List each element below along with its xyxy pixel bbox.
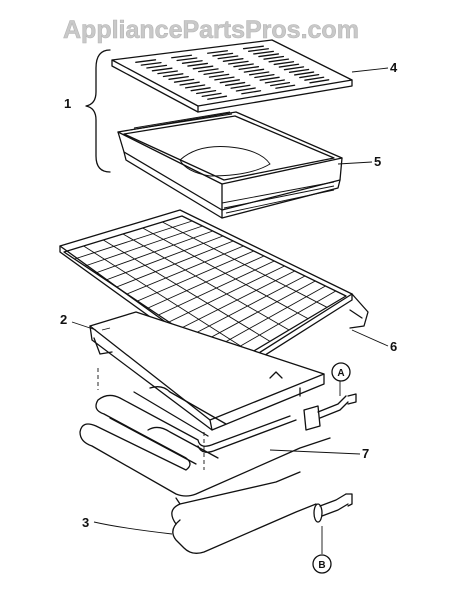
insert-slot: [162, 73, 184, 78]
callout-3: 3: [82, 515, 89, 530]
insert-slot: [207, 95, 228, 100]
insert-slot: [212, 52, 234, 57]
insert-slot: [179, 81, 200, 86]
rack-crossbar: [162, 221, 328, 308]
insert-slot: [288, 68, 310, 73]
callout-4: 4: [390, 60, 398, 75]
insert-slot: [309, 79, 330, 84]
insert-slot: [273, 61, 295, 66]
insert-slot: [173, 78, 195, 83]
insert-slot: [187, 62, 209, 67]
insert-slot: [304, 76, 325, 81]
insert-slot: [293, 71, 315, 76]
insert-slot: [253, 50, 275, 55]
insert-slot: [217, 55, 239, 60]
rack-crossbar: [83, 245, 252, 354]
callout-6: 6: [390, 339, 397, 354]
insert-slot: [263, 55, 285, 60]
insert-slot: [243, 68, 265, 73]
group-bracket: [85, 49, 111, 173]
insert-slot: [151, 67, 173, 72]
insert-slot: [214, 76, 235, 81]
insert-slot: [224, 81, 246, 87]
insert-slot: [192, 65, 214, 70]
insert-slot: [238, 66, 260, 71]
insert-slot: [171, 54, 193, 59]
insert-slot: [258, 53, 280, 58]
insert-slot: [146, 64, 168, 69]
oven-rack: [59, 209, 369, 377]
insert-slot: [190, 87, 211, 92]
insert-slot: [242, 45, 264, 50]
insert-slot: [157, 70, 179, 75]
insert-slots: [135, 45, 330, 100]
rack-crossbar: [122, 233, 290, 331]
insert-slot: [241, 90, 262, 95]
insert-slot: [248, 71, 270, 76]
insert-slot: [168, 75, 189, 80]
callout-7: 7: [362, 446, 369, 461]
insert-slot: [219, 79, 240, 84]
broiler-pan: [117, 111, 343, 219]
insert-slot: [135, 59, 157, 63]
insert-slot: [201, 92, 222, 98]
heat-shield: [89, 311, 325, 431]
insert-slot: [184, 84, 206, 89]
callout-5: 5: [374, 154, 381, 169]
insert-slot: [269, 81, 291, 87]
insert-slot: [233, 63, 254, 68]
rack-crossbar: [142, 227, 309, 320]
broiler-pan-insert: [111, 39, 353, 113]
rack-wires: [74, 220, 336, 358]
insert-slot: [176, 57, 198, 62]
insert-slot: [264, 79, 285, 84]
connector-label-b: B: [318, 560, 325, 571]
insert-slot: [198, 68, 219, 73]
heating-elements: [79, 386, 357, 554]
watermark-text: AppliancePartsPros.com: [63, 16, 359, 44]
callout-1: 1: [64, 96, 71, 111]
insert-slot: [283, 66, 305, 71]
insert-slot: [222, 58, 244, 62]
callout-2: 2: [60, 312, 67, 327]
rack-crossbar: [103, 239, 271, 342]
insert-slot: [181, 60, 203, 64]
insert-slot: [299, 73, 320, 79]
insert-slot: [248, 48, 269, 52]
connector-circle-b: [312, 554, 332, 574]
insert-slot: [230, 84, 251, 89]
insert-slot: [196, 89, 217, 95]
insert-slot: [259, 76, 280, 81]
insert-slot: [140, 61, 162, 66]
connector-circle-a: [331, 362, 351, 382]
insert-slot: [206, 50, 229, 54]
insert-slot: [203, 70, 224, 76]
connector-label-a: A: [337, 368, 344, 379]
insert-slot: [268, 58, 290, 63]
insert-slot: [275, 84, 296, 89]
insert-slot: [278, 63, 300, 68]
insert-slot: [208, 73, 230, 78]
insert-slot: [235, 87, 256, 92]
insert-slot: [227, 60, 249, 65]
insert-slot: [254, 73, 275, 79]
leader-lines: [71, 67, 389, 554]
